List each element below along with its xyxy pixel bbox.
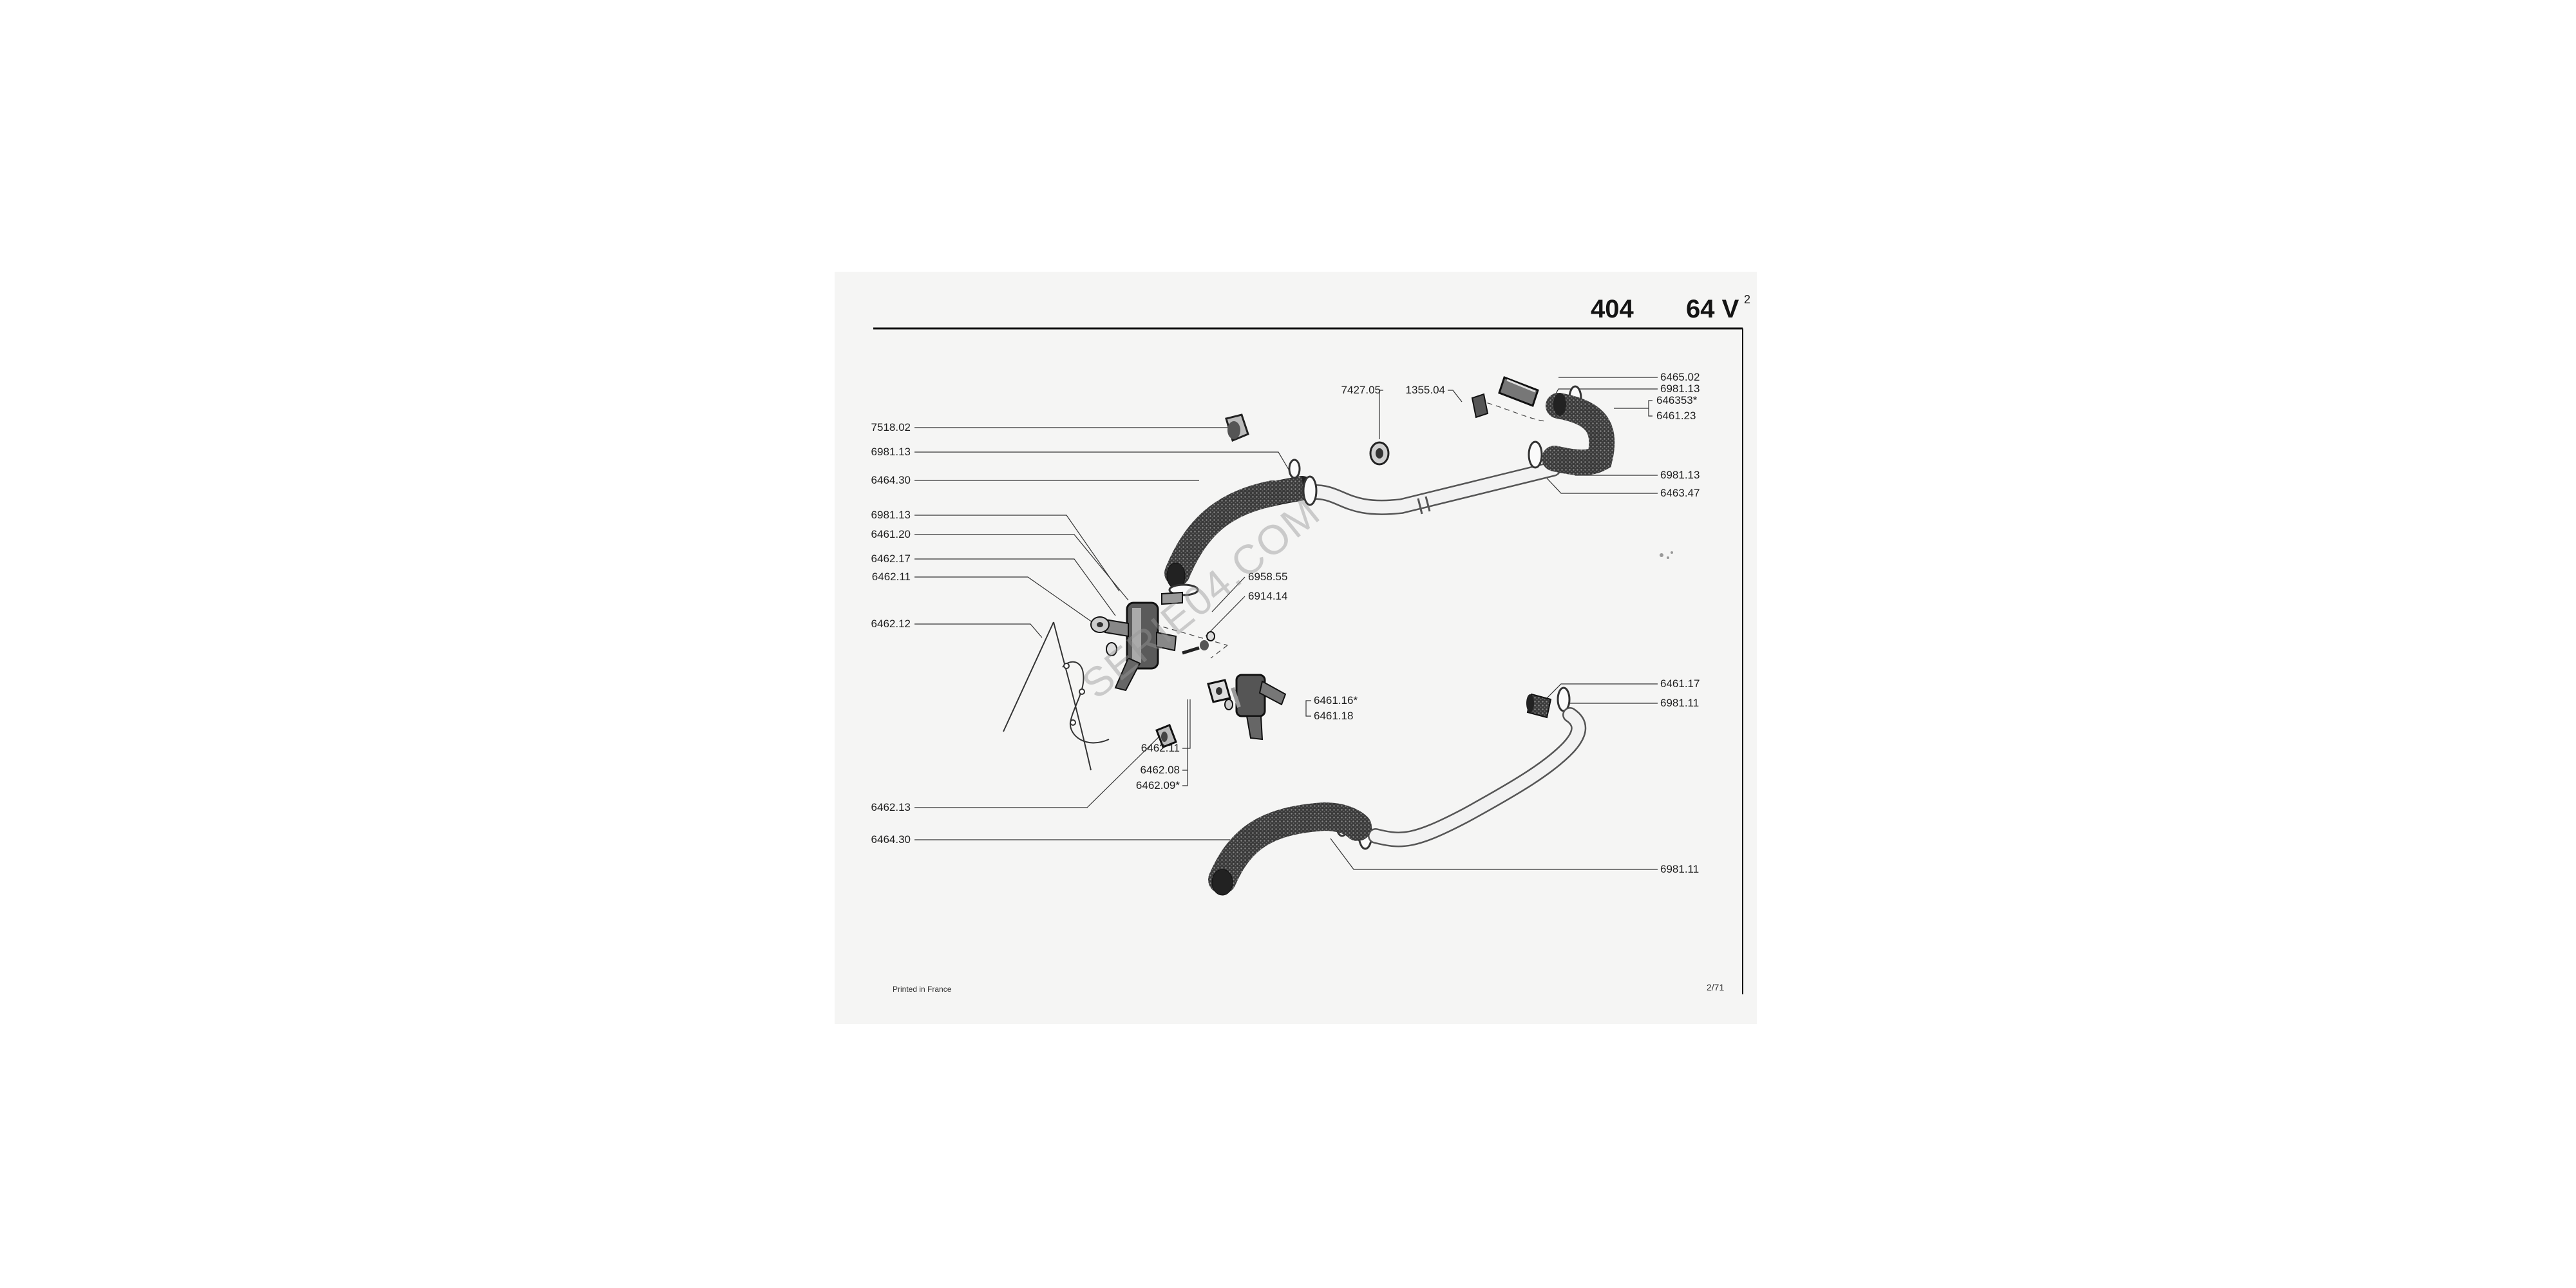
sleeve (1155, 724, 1177, 748)
callout-6462-09: 6462.09* (1135, 779, 1180, 791)
printed-note: Printed in France (893, 985, 952, 994)
upper-right-hose (1542, 393, 1615, 476)
callout-6461-17: 6461.17 (1660, 677, 1700, 690)
callout-6463-47: 6463.47 (1660, 487, 1700, 499)
lower-left-hose (1208, 802, 1372, 896)
upper-metal-tube (1303, 461, 1561, 515)
grommet (1471, 393, 1489, 419)
callout-7518-02: 7518.02 (871, 421, 911, 433)
callout-6462-11-a: 6462.11 (871, 571, 911, 583)
flange-gasket (1207, 679, 1233, 710)
callout-1355-04: 1355.04 (1405, 384, 1445, 396)
callout-6981-13-d: 6981.13 (1660, 469, 1700, 481)
paper-specks (1660, 551, 1673, 559)
catalog-page: 404 64 V 2 7518.02 6981.13 6464.30 6981.… (835, 272, 1757, 1024)
lower-metal-tube (1368, 707, 1587, 848)
parts-diagram (873, 327, 1743, 994)
callout-6958-55: 6958.55 (1248, 571, 1288, 583)
upper-left-hose (1164, 476, 1314, 589)
water-valve (1090, 591, 1183, 692)
callout-6465-02: 6465.02 (1660, 371, 1700, 383)
section-superscript: 2 (1744, 293, 1751, 306)
callout-6461-20: 6461.20 (871, 528, 911, 540)
page-date: 2/71 (1707, 982, 1725, 992)
control-cable (1003, 621, 1110, 771)
callout-6462-12: 6462.12 (871, 618, 911, 630)
callout-6981-13-a: 6981.13 (871, 446, 911, 458)
callout-6914-14: 6914.14 (1248, 590, 1288, 602)
heater-tap (1231, 674, 1287, 741)
callout-6462-11-b: 6462.11 (1141, 742, 1180, 754)
callout-6462-08: 6462.08 (1140, 764, 1180, 776)
callout-6462-17: 6462.17 (871, 553, 911, 565)
leader-lines (914, 377, 1658, 870)
callout-646353: 646353* (1656, 394, 1698, 406)
callout-6981-13-c: 6981.13 (1660, 383, 1700, 395)
section-code: 64 V (1686, 295, 1739, 323)
lower-right-sleeve (1526, 693, 1552, 719)
callout-6461-16: 6461.16* (1314, 694, 1358, 706)
callout-7427-05: 7427.05 (1341, 384, 1381, 396)
bolt (1182, 631, 1215, 655)
end-cap (1225, 413, 1249, 442)
upper-right-connector (1498, 376, 1539, 407)
callout-6461-18: 6461.18 (1314, 710, 1354, 722)
callout-6981-11-b: 6981.11 (1660, 863, 1700, 875)
callout-6981-13-b: 6981.13 (871, 509, 911, 521)
callout-6981-11-a: 6981.11 (1660, 697, 1700, 709)
model-number: 404 (1591, 295, 1634, 323)
callout-6462-13: 6462.13 (871, 801, 911, 813)
callout-6464-30-a: 6464.30 (871, 474, 911, 486)
nut (1369, 441, 1390, 466)
callout-6464-30-b: 6464.30 (871, 833, 911, 846)
callout-6461-23: 6461.23 (1656, 410, 1696, 422)
dashed-guides (1137, 400, 1546, 659)
